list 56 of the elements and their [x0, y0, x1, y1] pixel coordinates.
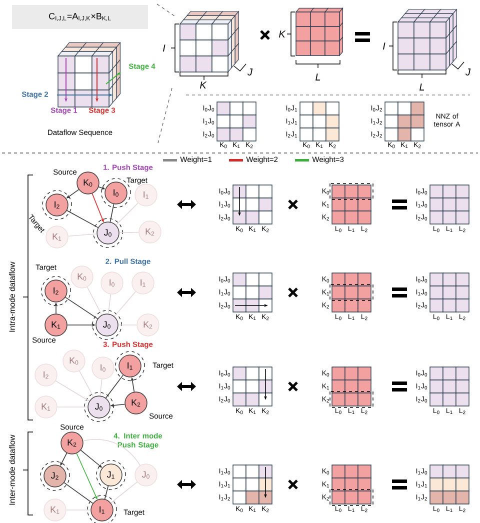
- faded-graph-node: I$_{2}$: [34, 364, 58, 386]
- graph-node: K$_{2}$: [60, 432, 84, 454]
- faded-graph-node: K$_{1}$: [34, 396, 58, 418]
- graph-node: K$_{1}$: [44, 314, 68, 336]
- axis-letter: I: [383, 42, 386, 50]
- graph-edge: [68, 233, 98, 237]
- faded-graph-node: K$_{0}$: [62, 350, 86, 372]
- graph-node: J$_{2}$: [44, 464, 66, 488]
- graph-edge: [118, 232, 140, 234]
- graph-edge: [105, 374, 124, 398]
- axis-letter: J: [465, 68, 471, 76]
- faded-graph-node: K$_{1}$: [44, 498, 66, 522]
- faded-graph-node: I$_{1}$: [132, 272, 154, 294]
- graph-edge: [64, 482, 94, 504]
- graph-edge: [100, 378, 102, 396]
- graph-edge: [79, 370, 94, 398]
- graph-node: I$_{1}$: [118, 354, 142, 378]
- graph-node: I$_{2}$: [44, 280, 68, 302]
- axis-letter: K: [200, 82, 207, 88]
- faded-graph-node: I$_{1}$: [134, 184, 158, 206]
- axis-letter: L: [420, 84, 424, 90]
- graph-edge: [66, 210, 98, 228]
- faded-graph-node: J$_{0}$: [134, 464, 158, 486]
- graph-node: J$_{1}$: [100, 464, 122, 486]
- graph-edge: [114, 291, 136, 317]
- graph-edge: [104, 486, 109, 500]
- graph-edge: [55, 380, 90, 402]
- section-label: Inter-mode dataflow: [9, 434, 15, 505]
- axis-letter: J: [247, 68, 253, 76]
- graph-edge: [82, 439, 140, 466]
- graph-edge: [108, 294, 112, 314]
- formula-box: C$_{I,J,L}$=A$_{I,J,K}$×B$_{K,L}$: [12, 5, 148, 29]
- graph-edge: [116, 202, 138, 226]
- arrow: [92, 193, 104, 222]
- graph-node: J$_{0}$: [96, 314, 118, 336]
- graph-node: I$_{0}$: [104, 182, 128, 204]
- graph-node: K$_{0}$: [76, 172, 100, 194]
- axis-letter: I: [163, 44, 166, 52]
- graph-edge: [65, 296, 98, 320]
- graph-node: K$_{2}$: [124, 392, 148, 414]
- faded-graph-node: K$_{1}$: [46, 226, 68, 248]
- axis-letter: K: [278, 30, 286, 38]
- faded-graph-node: K$_{2}$: [136, 314, 160, 336]
- graph-edge: [110, 204, 114, 222]
- graph-node: J$_{0}$: [96, 222, 120, 244]
- section-label: Intra-mode dataflow: [9, 262, 15, 332]
- graph-node: J$_{0}$: [88, 396, 110, 418]
- graph-node: I$_{1}$: [90, 498, 114, 522]
- graph-node: I$_{2}$: [46, 194, 68, 216]
- graph-edge: [86, 286, 102, 316]
- graph-edge: [110, 482, 138, 504]
- faded-graph-node: I$_{0}$: [100, 272, 124, 294]
- faded-graph-node: I$_{0}$: [92, 356, 114, 380]
- faded-graph-node: K$_{0}$: [70, 266, 94, 288]
- axis-letter: L: [316, 74, 320, 80]
- faded-graph-node: K$_{2}$: [138, 220, 162, 244]
